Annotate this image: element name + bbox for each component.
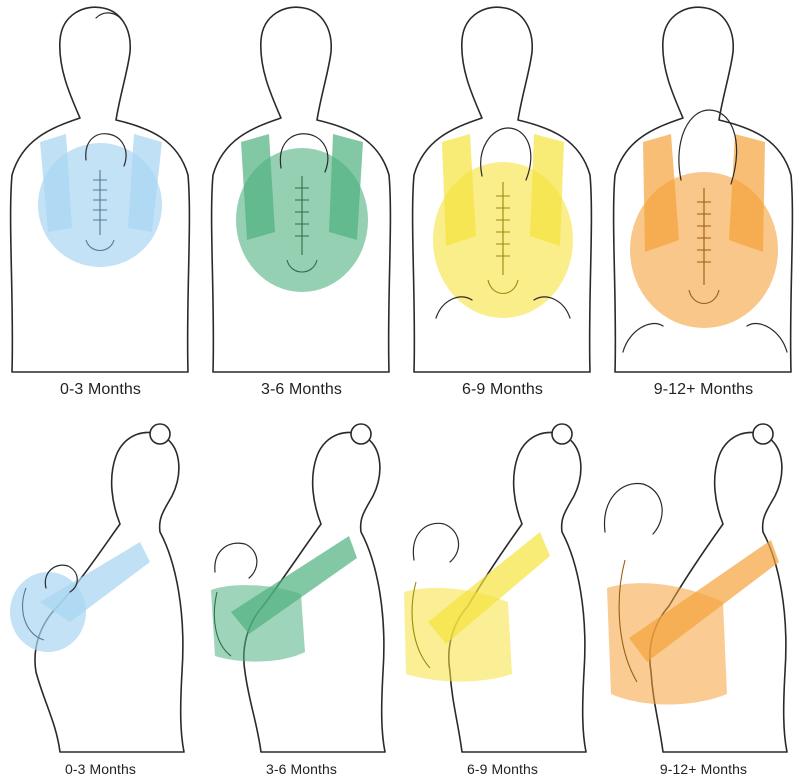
side-caption-3-6: 3-6 Months (201, 761, 402, 777)
front-caption-9-12: 9-12+ Months (603, 381, 804, 399)
side-caption-9-12: 9-12+ Months (603, 761, 804, 777)
front-caption-0-3: 0-3 Months (0, 381, 201, 399)
side-caption-6-9: 6-9 Months (402, 761, 603, 777)
front-panel-9-12: 9-12+ Months (603, 0, 804, 400)
side-panel-3-6: 3-6 Months (201, 412, 402, 782)
carrier-panel-shape (404, 588, 512, 682)
side-figure-3-6 (201, 412, 402, 757)
carrier-panel-shape (607, 583, 727, 704)
carrier-panel-shape (10, 572, 86, 652)
front-figure-9-12 (603, 0, 804, 380)
side-panel-9-12: 9-12+ Months (603, 412, 804, 782)
front-caption-3-6: 3-6 Months (201, 381, 402, 399)
side-figure-0-3 (0, 412, 201, 757)
front-panel-3-6: 3-6 Months (201, 0, 402, 400)
front-panel-0-3: 0-3 Months (0, 0, 201, 400)
front-figure-3-6 (201, 0, 402, 380)
front-figure-0-3 (0, 0, 201, 380)
side-figure-9-12 (603, 412, 804, 757)
side-caption-0-3: 0-3 Months (0, 761, 201, 777)
front-figure-6-9 (402, 0, 603, 380)
front-caption-6-9: 6-9 Months (402, 381, 603, 399)
side-figure-6-9 (402, 412, 603, 757)
front-panel-6-9: 6-9 Months (402, 0, 603, 400)
side-panel-6-9: 6-9 Months (402, 412, 603, 782)
side-panel-0-3: 0-3 Months (0, 412, 201, 782)
